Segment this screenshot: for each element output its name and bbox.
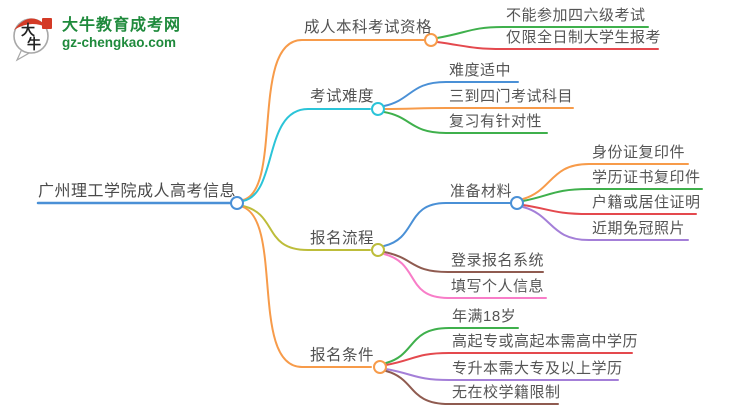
edge-id-copy — [522, 163, 689, 200]
edge-prepare-materials — [383, 202, 512, 247]
node-prepare-materials[interactable]: 准备材料 — [450, 183, 513, 200]
edge-photo — [522, 206, 689, 241]
edge-three-four-subjects — [383, 107, 574, 110]
logo-char-bottom: 牛 — [27, 36, 41, 52]
junction-exam-difficulty[interactable] — [371, 102, 385, 116]
node-fill-info[interactable]: 填写个人信息 — [451, 278, 545, 295]
node-no-cet[interactable]: 不能参加四六级考试 — [506, 7, 646, 24]
node-three-four-subjects[interactable]: 三到四门考试科目 — [449, 88, 574, 105]
site-logo[interactable]: 大 牛 大牛教育成考网 gz-chengkao.com — [10, 10, 181, 62]
edge-college-required — [385, 368, 619, 381]
logo-text: 大牛教育成考网 gz-chengkao.com — [62, 16, 181, 51]
logo-site-url: gz-chengkao.com — [62, 35, 177, 50]
node-highschool-required[interactable]: 高起专或高起本需高中学历 — [452, 333, 639, 350]
logo-site-name: 大牛教育成考网 — [62, 17, 182, 34]
edge-age-18 — [385, 327, 519, 364]
node-login-system[interactable]: 登录报名系统 — [451, 252, 545, 269]
junction-signup-process[interactable] — [371, 243, 385, 257]
edge-no-cet — [436, 26, 649, 39]
logo-char-top: 大 — [21, 22, 35, 38]
node-fulltime-only[interactable]: 仅限全日制大学生报考 — [506, 29, 662, 46]
node-diploma-copy[interactable]: 学历证书复印件 — [592, 169, 701, 186]
logo-red-cap — [14, 18, 48, 30]
edge-no-enrollment-limit — [385, 370, 559, 405]
junction-prepare-materials[interactable] — [510, 196, 524, 210]
junction-signup-conditions[interactable] — [373, 360, 387, 374]
edge-fill-info — [383, 253, 547, 299]
node-photo[interactable]: 近期免冠照片 — [592, 220, 686, 237]
edge-signup-conditions — [242, 206, 372, 368]
node-college-required[interactable]: 专升本需大专及以上学历 — [452, 360, 623, 377]
logo-seal — [42, 18, 52, 29]
edge-signup-process — [242, 205, 371, 251]
edge-exam-difficulty — [242, 108, 371, 202]
junction-exam-qualification[interactable] — [424, 33, 438, 47]
node-signup-process[interactable]: 报名流程 — [310, 230, 375, 247]
edge-fulltime-only — [436, 41, 659, 50]
edge-login-system — [383, 251, 544, 273]
node-targeted-review[interactable]: 复习有针对性 — [449, 113, 543, 130]
node-residence-proof[interactable]: 户籍或居住证明 — [592, 194, 701, 211]
node-exam-difficulty[interactable]: 考试难度 — [310, 88, 375, 105]
node-exam-qualification[interactable]: 成人本科考试资格 — [304, 19, 433, 36]
edge-moderate-difficulty — [383, 81, 519, 107]
node-id-copy[interactable]: 身份证复印件 — [592, 144, 686, 161]
node-root[interactable]: 广州理工学院成人高考信息 — [38, 183, 237, 200]
root-junction[interactable] — [230, 196, 244, 210]
logo-bull-icon: 大 牛 — [13, 18, 52, 62]
edge-diploma-copy — [522, 188, 703, 202]
node-moderate-difficulty[interactable]: 难度适中 — [449, 62, 512, 79]
edge-exam-qualification — [242, 39, 425, 201]
node-age-18[interactable]: 年满18岁 — [452, 308, 517, 325]
edge-highschool-required — [385, 352, 633, 366]
node-no-enrollment-limit[interactable]: 无在校学籍限制 — [452, 384, 561, 401]
edge-residence-proof — [522, 204, 697, 215]
node-signup-conditions[interactable]: 报名条件 — [310, 347, 375, 364]
edge-targeted-review — [383, 111, 548, 134]
